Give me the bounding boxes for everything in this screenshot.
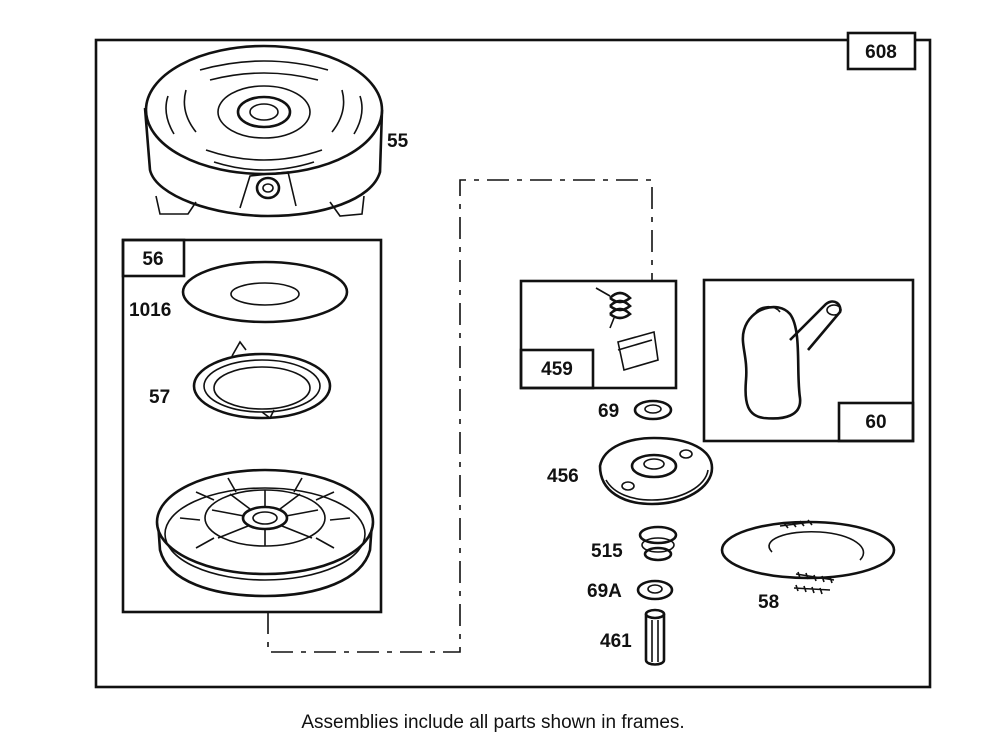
part-label-1016: 1016 [129, 300, 171, 321]
part-label-456: 456 [547, 466, 579, 487]
pin-461-part [644, 608, 666, 666]
part-label-461: 461 [600, 631, 632, 652]
frame-60-label-box [837, 401, 915, 443]
frame-459-label-box [519, 348, 595, 390]
ratchet-456-part [598, 436, 714, 506]
frame-56 [121, 238, 383, 614]
connector-line [267, 179, 653, 653]
starter-handle-part [741, 300, 842, 420]
rewind-spring-57-part [192, 340, 332, 420]
rewind-pulley-part [155, 468, 375, 598]
part-label-58: 58 [758, 592, 779, 613]
washer-69a-part [636, 579, 674, 601]
part-label-57: 57 [149, 387, 170, 408]
part-label-515: 515 [591, 541, 623, 562]
frame-label-56: 56 [142, 249, 163, 270]
washer-69-part [633, 399, 673, 421]
spring-515-part [638, 525, 678, 562]
outer-frame [94, 38, 932, 689]
frame-label-60: 60 [865, 412, 886, 433]
part-label-55: 55 [387, 131, 409, 152]
frame-label-459: 459 [541, 359, 573, 380]
washer-1016-part [181, 260, 349, 324]
frame-459 [519, 279, 678, 390]
kit-number-label: 608 [865, 42, 897, 63]
part-label-69: 69 [598, 401, 619, 422]
frame-56-label-box [121, 238, 186, 278]
frame-60 [702, 278, 915, 443]
part-label-69a: 69A [587, 581, 622, 602]
pawl-spring-part [595, 287, 659, 372]
caption: Assemblies include all parts shown in fr… [301, 712, 684, 733]
kit-label-box [846, 31, 917, 71]
starter-rope-58-part [720, 519, 896, 595]
blower-housing-part [143, 44, 384, 218]
